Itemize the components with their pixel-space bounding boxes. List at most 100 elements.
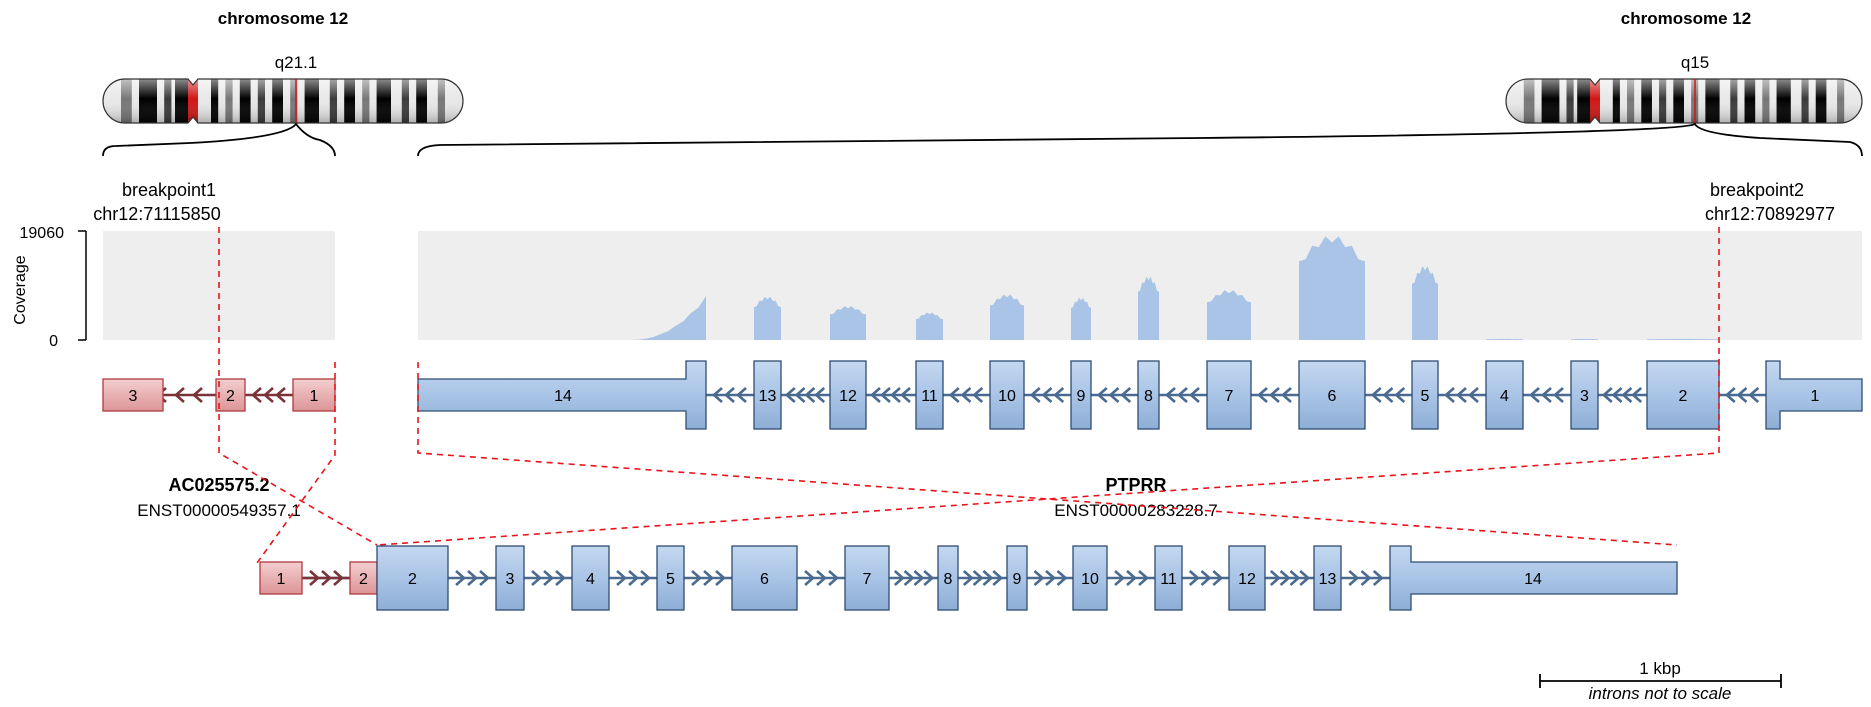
coverage-peak-exon-12 bbox=[830, 306, 866, 340]
intron-arrow bbox=[1056, 570, 1068, 586]
fused-exon-partner2-7-label: 7 bbox=[863, 571, 872, 588]
intron-arrow bbox=[321, 570, 332, 586]
intron-arrow bbox=[1165, 387, 1176, 403]
intron-arrow bbox=[531, 570, 542, 586]
breakpoint2-exon-edge-line bbox=[417, 362, 1678, 546]
right-chromosome-title: chromosome 12 bbox=[1621, 9, 1751, 28]
right-exon-1: 1 bbox=[1765, 360, 1863, 430]
fused-exon-partner2-3: 3 bbox=[495, 545, 525, 611]
right-exon-14: 14 bbox=[417, 360, 707, 430]
intron-arrow bbox=[923, 570, 935, 586]
fused-exon-partner2-12-label: 12 bbox=[1238, 571, 1256, 588]
intron-arrow bbox=[275, 387, 286, 403]
right-exon-6-label: 6 bbox=[1328, 388, 1337, 405]
intron-arrow bbox=[1348, 570, 1360, 586]
intron-arrow bbox=[1370, 387, 1382, 403]
fused-exon-partner2-13-label: 13 bbox=[1319, 571, 1337, 588]
intron-arrow bbox=[1529, 387, 1540, 403]
intron-arrow bbox=[1382, 387, 1394, 403]
intron-arrow bbox=[900, 387, 911, 403]
fused-exon-partner1-1-label: 1 bbox=[277, 571, 286, 588]
right-zoom-bracket bbox=[417, 122, 1863, 157]
intron-arrow bbox=[724, 387, 735, 403]
right-band-label: q15 bbox=[1681, 53, 1709, 72]
intron-arrow bbox=[890, 387, 901, 403]
right-exon-3: 3 bbox=[1570, 360, 1599, 430]
fused-exon-partner2-8: 8 bbox=[937, 545, 959, 611]
right-exon-7: 7 bbox=[1206, 360, 1252, 430]
intron-arrow bbox=[1108, 387, 1120, 403]
fused-exon-partner2-6-label: 6 bbox=[760, 571, 769, 588]
right-exon-6: 6 bbox=[1298, 360, 1366, 430]
intron-arrow bbox=[913, 570, 925, 586]
right-exon-5: 5 bbox=[1411, 360, 1439, 430]
intron-arrow bbox=[1279, 570, 1291, 586]
right-exon-8: 8 bbox=[1137, 360, 1160, 430]
fused-exon-partner1-2: 2 bbox=[349, 561, 378, 595]
intron-arrow bbox=[962, 570, 974, 586]
right-exon-8-label: 8 bbox=[1144, 388, 1153, 405]
intron-arrow bbox=[1724, 387, 1736, 403]
coverage-min-tick: 0 bbox=[49, 333, 58, 350]
right-exon-12: 12 bbox=[829, 360, 867, 430]
intron-arrow bbox=[1120, 387, 1132, 403]
left-exon-3-label: 3 bbox=[129, 388, 138, 405]
intron-arrow bbox=[903, 570, 915, 586]
intron-arrow bbox=[972, 570, 984, 586]
intron-arrow bbox=[948, 387, 960, 403]
intron-arrow bbox=[1189, 387, 1200, 403]
right-exon-13-label: 13 bbox=[759, 388, 777, 405]
fused-exon-partner2-4: 4 bbox=[571, 545, 610, 611]
intron-arrow bbox=[1621, 387, 1633, 403]
left-exon-2-label: 2 bbox=[226, 388, 235, 405]
intron-arrow bbox=[1033, 570, 1045, 586]
coverage-peak-exon-6 bbox=[1299, 236, 1365, 340]
intron-arrow bbox=[816, 570, 827, 586]
intron-arrow bbox=[309, 570, 320, 586]
intron-arrow bbox=[251, 387, 262, 403]
intron-arrow bbox=[467, 570, 478, 586]
intron-arrow bbox=[1269, 387, 1280, 403]
right-chromosome-ideogram bbox=[1505, 78, 1863, 124]
right-transcript-id: ENST00000283228.7 bbox=[1054, 501, 1218, 520]
left-chromosome-title: chromosome 12 bbox=[218, 9, 348, 28]
fused-exon-partner2-10: 10 bbox=[1072, 545, 1108, 611]
right-exon-5-label: 5 bbox=[1421, 388, 1430, 405]
intron-arrow bbox=[1372, 570, 1384, 586]
intron-arrow bbox=[1394, 387, 1406, 403]
coverage-peak-exon-8 bbox=[1138, 276, 1159, 340]
intron-arrow bbox=[1114, 570, 1125, 586]
left-gene-name: AC025575.2 bbox=[168, 475, 269, 495]
coverage-peak-exon-10 bbox=[990, 294, 1024, 340]
right-exon-11: 11 bbox=[915, 360, 944, 430]
intron-arrow bbox=[1553, 387, 1564, 403]
intron-arrow bbox=[804, 387, 816, 403]
intron-arrow bbox=[960, 387, 972, 403]
coverage-track bbox=[630, 236, 1719, 340]
right-exon-1-label: 1 bbox=[1811, 388, 1820, 405]
coverage-axis: 19060 0 Coverage bbox=[12, 225, 87, 350]
intron-arrow bbox=[555, 570, 566, 586]
fused-exon-partner2-14: 14 bbox=[1389, 545, 1678, 611]
left-zoom-bracket bbox=[102, 122, 336, 157]
scale-bar-label: 1 kbp bbox=[1639, 659, 1681, 678]
fused-exon-partner2-13: 13 bbox=[1313, 545, 1342, 611]
coverage-peak-exon-7 bbox=[1207, 290, 1251, 340]
intron-arrow bbox=[333, 570, 344, 586]
intron-arrow bbox=[870, 387, 881, 403]
fused-exon-partner2-5: 5 bbox=[656, 545, 685, 611]
breakpoint2-label: breakpoint2 bbox=[1710, 180, 1804, 200]
left-exon-1: 1 bbox=[292, 378, 336, 412]
intron-arrow bbox=[1299, 570, 1311, 586]
fused-exon-partner2-6: 6 bbox=[731, 545, 798, 611]
fused-exon-partner2-3-label: 3 bbox=[506, 571, 515, 588]
intron-arrow bbox=[1748, 387, 1760, 403]
coverage-axis-label: Coverage bbox=[12, 255, 29, 324]
breakpoint1-exon-edge-line bbox=[256, 362, 336, 564]
right-exon-10: 10 bbox=[989, 360, 1025, 430]
intron-arrow bbox=[640, 570, 651, 586]
coverage-peak-exon-14 bbox=[630, 296, 706, 340]
left-chromosome-ideogram bbox=[102, 78, 464, 124]
intron-arrow bbox=[543, 570, 554, 586]
